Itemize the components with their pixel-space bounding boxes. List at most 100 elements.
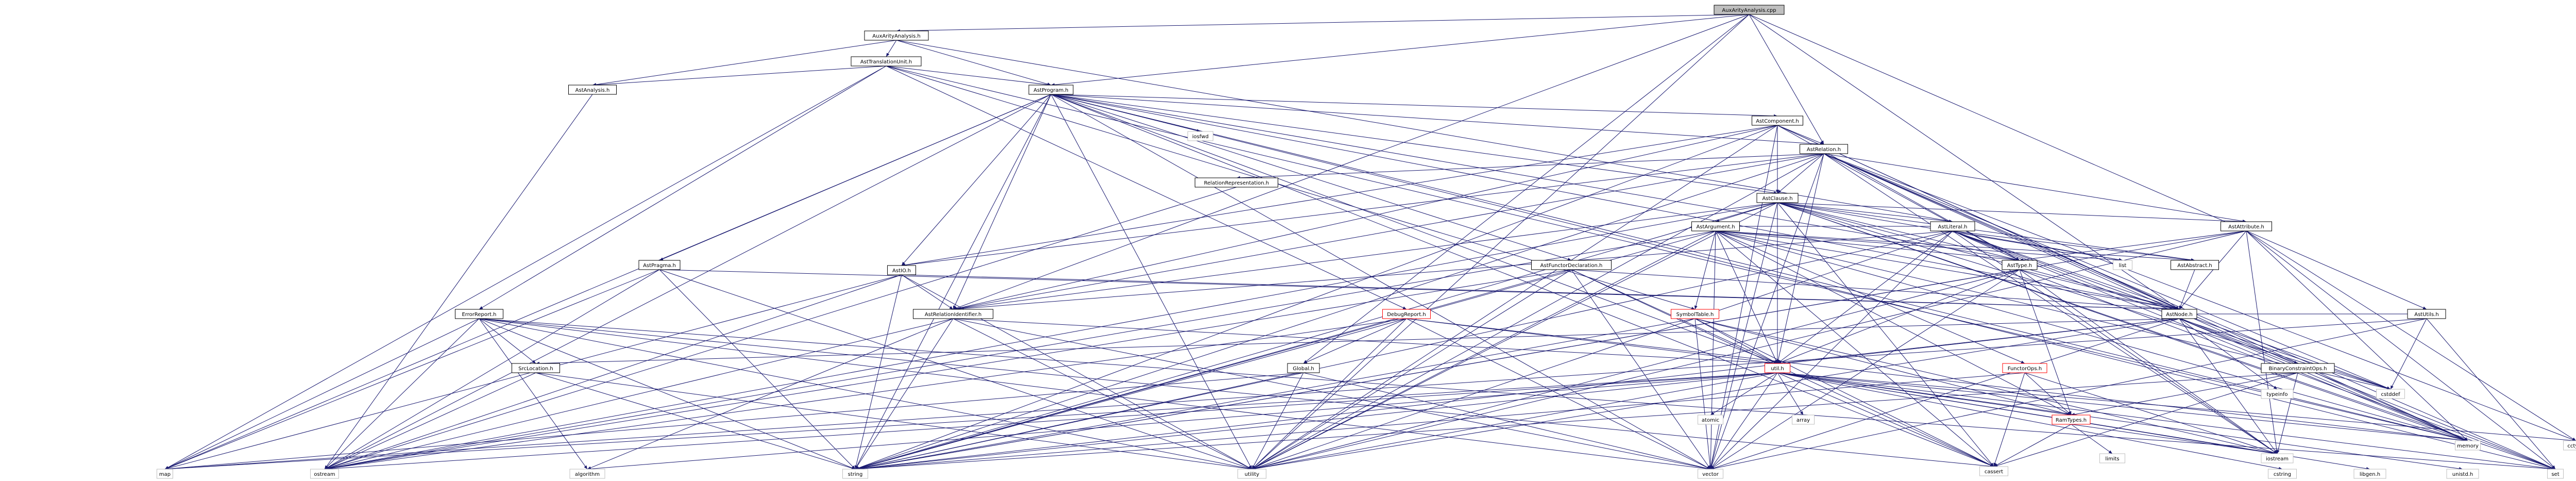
edge-asttype_h-to-utility — [1251, 269, 2020, 470]
node-astliteral-h[interactable]: AstLiteral.h — [1930, 221, 1975, 231]
edge-astliteral_h-to-astnode_h — [1952, 230, 2180, 310]
node-box — [2261, 453, 2294, 463]
include-edge — [1777, 372, 2278, 455]
include-edge — [953, 318, 1711, 470]
node-astabstract-h[interactable]: AstAbstract.h — [2171, 260, 2219, 270]
node-label: AuxArityAnalysis.h — [872, 34, 920, 39]
node-asttype-h[interactable]: AstType.h — [2002, 260, 2038, 270]
node-label: AstAbstract.h — [2177, 263, 2212, 269]
node-box — [638, 260, 681, 270]
node-label: algorithm — [575, 472, 600, 477]
edge-global_h-to-vector — [1303, 372, 1711, 470]
node-symboltable-h[interactable]: SymbolTable.h — [1671, 309, 1719, 319]
node-asttranslationunit-h[interactable]: AstTranslationUnit.h — [851, 56, 922, 67]
include-edge — [1715, 230, 1994, 467]
include-edge — [855, 372, 1778, 471]
edge-util_h-to-cstring — [1777, 372, 2283, 470]
node-box — [913, 309, 993, 319]
node-auxarityanalysis-h[interactable]: AuxArityAnalysis.h — [864, 30, 929, 41]
node-astpragma-h[interactable]: AstPragma.h — [638, 260, 681, 270]
include-edge — [2179, 230, 2247, 310]
node-binaryconstraintops-h[interactable]: BinaryConstraintOps.h — [2261, 363, 2335, 373]
include-edge — [1777, 202, 2391, 390]
include-edge — [1823, 153, 2576, 441]
node-debugreport-h[interactable]: DebugReport.h — [1382, 309, 1431, 319]
node-srclocation-h[interactable]: SrcLocation.h — [512, 363, 560, 373]
include-edge — [1251, 153, 1824, 470]
include-edge — [1777, 372, 1804, 416]
include-edge — [592, 40, 897, 86]
edge-symboltable_h-to-string — [855, 318, 1696, 470]
edge-astrelationidentifier_h-to-algorithm — [587, 318, 954, 470]
node-astprogram-h[interactable]: AstProgram.h — [1028, 85, 1074, 95]
include-edge — [2019, 269, 2278, 454]
node-global-h[interactable]: Global.h — [1287, 363, 1320, 373]
include-edge — [855, 318, 954, 470]
node-box — [842, 469, 868, 479]
include-edge — [1050, 14, 1750, 87]
node-astnode-h[interactable]: AstNode.h — [2161, 309, 2197, 319]
node-label: AstUtils.h — [2414, 312, 2439, 318]
edge-astprogram_h-to-map — [164, 94, 1052, 470]
include-edge — [1715, 230, 2020, 262]
edge-astio_h-to-string — [854, 274, 902, 470]
include-edge — [2179, 318, 2278, 454]
node-astanalysis-h[interactable]: AstAnalysis.h — [568, 85, 617, 95]
node-box — [455, 309, 503, 319]
edge-astrelation_h-to-iostream — [1823, 153, 2278, 454]
node-astutils-h[interactable]: AstUtils.h — [2407, 309, 2446, 319]
node-astrelation-h[interactable]: AstRelation.h — [1800, 144, 1848, 154]
node-errorreport-h[interactable]: ErrorReport.h — [455, 309, 503, 319]
include-edge — [1303, 14, 1750, 364]
edge-astrelation_h-to-asttype_h — [1823, 153, 2020, 261]
edge-astliteral_h-to-asttype_h — [1952, 230, 2020, 261]
node-functorops-h[interactable]: FunctorOps.h — [2002, 363, 2047, 373]
node-label: map — [159, 472, 171, 477]
node-root[interactable]: AuxArityAnalysis.cpp — [1714, 5, 1785, 15]
node-astrelationidentifier-h[interactable]: AstRelationIdentifier.h — [913, 309, 993, 319]
node-iosfwd: iosfwd — [1188, 131, 1213, 141]
include-edge — [1251, 269, 2020, 470]
node-utility: utility — [1238, 469, 1266, 479]
node-ramtypes-h[interactable]: RamTypes.h — [2052, 414, 2091, 425]
node-relationrepresentation-h[interactable]: RelationRepresentation.h — [1195, 177, 1278, 188]
edge-astargument_h-to-util_h — [1715, 230, 1778, 364]
include-edge — [1694, 318, 1994, 467]
edge-asttype_h-to-util_h — [1777, 269, 2020, 364]
edge-astcomponent_h-to-memory — [1777, 125, 2468, 441]
include-edge — [953, 14, 1750, 310]
node-label: AstProgram.h — [1033, 88, 1069, 93]
node-cctype: cctype — [2563, 440, 2576, 451]
include-edge — [953, 230, 1953, 311]
node-label: array — [1797, 418, 1810, 423]
node-astattribute-h[interactable]: AstAttribute.h — [2221, 221, 2272, 231]
include-edge — [2390, 318, 2427, 390]
edge-astprogram_h-to-string — [855, 94, 1052, 470]
include-edge — [953, 318, 1252, 470]
node-box — [2446, 469, 2479, 479]
node-astcomponent-h[interactable]: AstComponent.h — [1752, 115, 1803, 126]
edge-errorreport_h-to-algorithm — [479, 318, 588, 470]
include-edge — [1251, 318, 1407, 470]
include-edge — [2024, 372, 2072, 416]
include-edge — [855, 269, 2020, 470]
edge-asttype_h-to-ramtypes_h — [2019, 269, 2072, 416]
edge-astargument_h-to-astnode_h — [1715, 230, 2180, 310]
include-edge — [1571, 269, 2180, 311]
node-box — [1691, 221, 1740, 231]
edge-astfunctordeclaration_h-to-astnode_h — [1571, 269, 2180, 311]
node-astio-h[interactable]: AstIO.h — [887, 265, 916, 275]
include-edge — [901, 153, 1824, 267]
node-astfunctordeclaration-h[interactable]: AstFunctorDeclaration.h — [1531, 260, 1612, 270]
include-edge — [1749, 14, 2180, 310]
include-edge — [1709, 125, 1778, 470]
edge-astcomponent_h-to-string — [855, 125, 1778, 470]
node-label: Global.h — [1293, 366, 1314, 372]
node-util-h[interactable]: util.h — [1765, 363, 1790, 373]
node-astclause-h[interactable]: AstClause.h — [1756, 193, 1799, 203]
edge-util_h-to-iostream — [1777, 372, 2278, 455]
node-box — [1756, 193, 1799, 203]
node-astargument-h[interactable]: AstArgument.h — [1691, 221, 1740, 231]
node-label: AuxArityAnalysis.cpp — [1722, 8, 1776, 13]
include-edge — [1952, 230, 2123, 261]
